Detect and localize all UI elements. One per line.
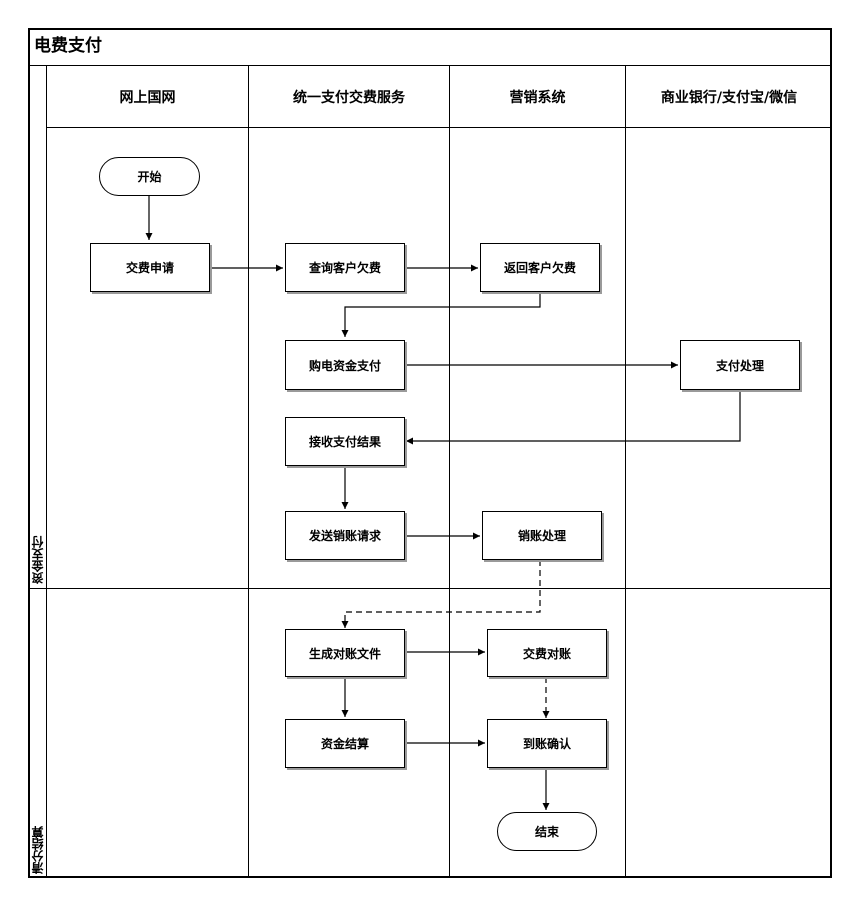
node-apply: 交费申请 [90,243,210,292]
arrow-writeoff-to-genfile [341,560,541,628]
lane-header-divider [46,127,832,128]
lane-header-bank-alipay-wechat: 商业银行/支付宝/微信 [660,90,798,106]
lane-divider-3 [625,65,626,878]
diagram-frame [28,28,832,878]
lane-header-marketing-system: 营销系统 [509,90,566,106]
node-generate-recon-file: 生成对账文件 [285,629,405,677]
phase-column-divider [46,65,47,878]
node-fund-settlement: 资金结算 [285,719,405,768]
diagram-title: 电费支付 [34,36,102,56]
node-payment-reconciliation: 交费对账 [487,629,607,677]
lane-divider-2 [449,65,450,878]
lane-header-unified-payment: 统一支付交费服务 [293,90,405,106]
node-end: 结束 [497,812,597,851]
node-query-debt: 查询客户欠费 [285,243,405,292]
node-payment-processing: 支付处理 [680,340,800,390]
arrow-payprocess-to-receive [406,390,741,445]
node-arrival-confirmation: 到账确认 [487,719,607,768]
title-divider [28,65,832,66]
node-return-debt: 返回客户欠费 [480,243,600,292]
lane-divider-1 [248,65,249,878]
phase-divider [28,588,832,589]
node-writeoff-processing: 销账处理 [482,511,602,560]
node-start: 开始 [99,157,200,196]
node-receive-result: 接收支付结果 [285,417,405,466]
node-send-writeoff: 发送销账请求 [285,511,405,560]
arrow-return-to-purchase [341,292,541,337]
node-purchase-payment: 购电资金支付 [285,340,405,390]
lane-header-online-grid: 网上国网 [119,90,176,106]
